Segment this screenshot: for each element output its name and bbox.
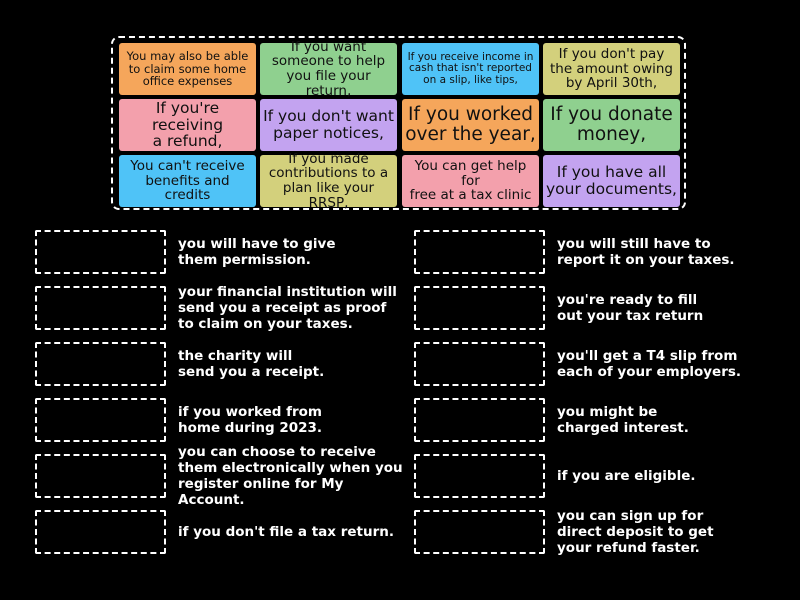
- drop-zone[interactable]: [35, 454, 166, 498]
- clue-text: your financial institution will send you…: [178, 284, 397, 332]
- clue-text: you might be charged interest.: [557, 404, 689, 436]
- clue-text: you'll get a T4 slip from each of your e…: [557, 348, 742, 380]
- clue-text: if you are eligible.: [557, 468, 696, 484]
- drop-zone[interactable]: [414, 398, 545, 442]
- clue-text: you can choose to receive them electroni…: [178, 444, 403, 508]
- drop-zone[interactable]: [414, 230, 545, 274]
- drop-zone[interactable]: [35, 510, 166, 554]
- drop-zone[interactable]: [35, 230, 166, 274]
- clue-text: the charity will send you a receipt.: [178, 348, 325, 380]
- clue-text: you will have to give them permission.: [178, 236, 336, 268]
- clue-text: you can sign up for direct deposit to ge…: [557, 508, 714, 556]
- drop-zone[interactable]: [35, 342, 166, 386]
- clue-text: you're ready to fill out your tax return: [557, 292, 704, 324]
- clue-text: you will still have to report it on your…: [557, 236, 735, 268]
- drop-zone[interactable]: [414, 342, 545, 386]
- drop-zone[interactable]: [35, 286, 166, 330]
- drop-zone[interactable]: [414, 510, 545, 554]
- clue-text: if you don't file a tax return.: [178, 524, 394, 540]
- drop-zone[interactable]: [414, 454, 545, 498]
- drop-zone[interactable]: [35, 398, 166, 442]
- clue-text: if you worked from home during 2023.: [178, 404, 323, 436]
- drop-zone[interactable]: [414, 286, 545, 330]
